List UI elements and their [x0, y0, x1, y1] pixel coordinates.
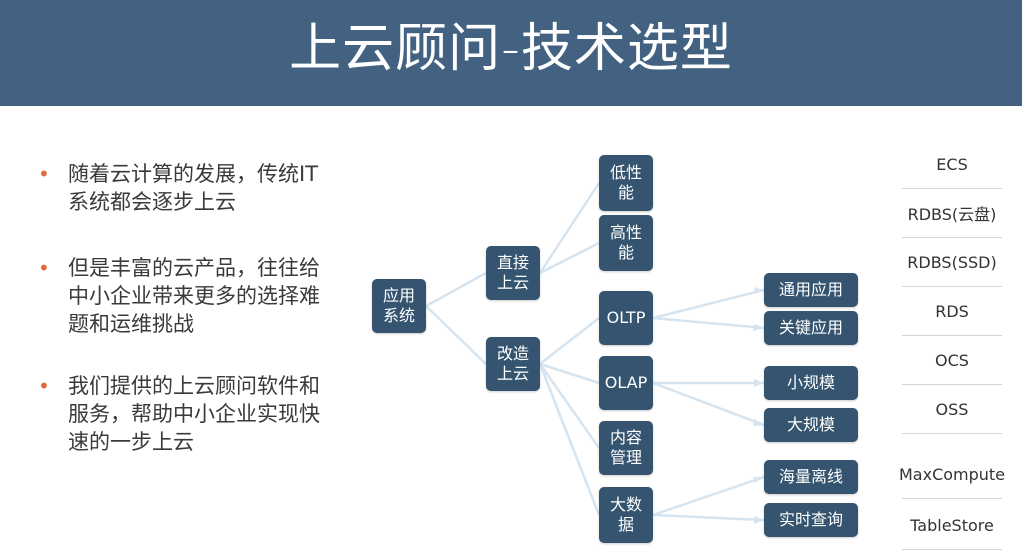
product-item: RDBS(SSD)	[902, 238, 1002, 287]
bullet-item: • 但是丰富的云产品，往往给中小企业带来更多的选择难题和运维挑战	[36, 254, 336, 338]
page-title: 上云顾问-技术选型	[289, 19, 733, 79]
connector-line	[652, 316, 765, 330]
node-label: 海量离线	[778, 467, 843, 486]
node-label: OLTP	[606, 308, 646, 327]
node-offline-batch: 海量离线	[764, 460, 858, 494]
node-label: 大规模	[786, 415, 835, 434]
bullet-text: 我们提供的上云顾问软件和服务，帮助中小企业实现快速的一步上云	[68, 374, 320, 454]
node-reform-cloud: 改造上云	[486, 337, 540, 391]
connector-line	[652, 288, 765, 320]
node-label: 关键应用	[778, 318, 843, 337]
product-item: ECS	[902, 140, 1002, 189]
product-item: TableStore	[902, 501, 1002, 550]
node-label: 应用系统	[382, 286, 415, 325]
node-high-performance: 高性能	[599, 215, 653, 271]
bullet-text: 随着云计算的发展，传统IT系统都会逐步上云	[68, 162, 319, 214]
node-label: 低性能	[609, 163, 642, 202]
bullet-item: • 随着云计算的发展，传统IT系统都会逐步上云	[36, 160, 336, 216]
connector-line	[652, 475, 765, 517]
node-content-management: 内容管理	[599, 421, 653, 475]
node-label: 内容管理	[609, 428, 642, 467]
node-label: 小规模	[786, 373, 835, 392]
arrowhead-icon	[753, 477, 764, 483]
node-large-scale: 大规模	[764, 408, 858, 442]
arrowhead-icon	[754, 379, 764, 387]
node-label: 改造上云	[496, 344, 529, 383]
connector-line	[538, 182, 601, 274]
connector-line	[539, 362, 600, 385]
arrowhead-icon	[754, 287, 764, 294]
arrowhead-icon	[753, 324, 764, 331]
bullet-item: • 我们提供的上云顾问软件和服务，帮助中小企业实现快速的一步上云	[36, 372, 336, 456]
connector-line	[538, 363, 601, 449]
bullet-dot-icon: •	[38, 256, 50, 280]
node-low-performance: 低性能	[599, 155, 653, 211]
product-item: OSS	[902, 385, 1002, 434]
node-key-app: 关键应用	[764, 311, 858, 345]
node-realtime-query: 实时查询	[764, 503, 858, 537]
bullet-dot-icon: •	[38, 374, 50, 398]
node-oltp: OLTP	[599, 291, 653, 345]
connector-line	[652, 513, 765, 522]
connector-line	[652, 381, 765, 427]
node-label: 大数据	[609, 495, 642, 534]
connector-line	[538, 363, 601, 516]
node-label: 通用应用	[778, 280, 843, 299]
connector-line	[539, 241, 600, 275]
connector-line	[539, 317, 600, 365]
node-olap: OLAP	[599, 356, 653, 410]
node-general-app: 通用应用	[764, 273, 858, 307]
node-small-scale: 小规模	[764, 366, 858, 400]
product-item: OCS	[902, 336, 1002, 385]
node-label: 直接上云	[496, 253, 529, 292]
bullet-text: 但是丰富的云产品，往往给中小企业带来更多的选择难题和运维挑战	[68, 256, 320, 336]
node-label: 实时查询	[778, 510, 843, 529]
connector-line	[425, 305, 487, 365]
bullet-dot-icon: •	[38, 162, 50, 186]
arrowhead-icon	[753, 419, 764, 426]
product-item: MaxCompute	[899, 450, 1005, 499]
node-app-system: 应用系统	[372, 279, 426, 333]
arrowhead-icon	[754, 516, 764, 524]
product-item: RDS	[902, 287, 1002, 336]
node-label: 高性能	[609, 223, 642, 262]
node-label: OLAP	[604, 373, 648, 392]
node-direct-cloud: 直接上云	[486, 246, 540, 300]
connector-line	[425, 271, 487, 308]
title-banner: 上云顾问-技术选型	[0, 0, 1022, 106]
node-big-data: 大数据	[599, 487, 653, 543]
product-item: RDBS(云盘)	[902, 189, 1002, 238]
